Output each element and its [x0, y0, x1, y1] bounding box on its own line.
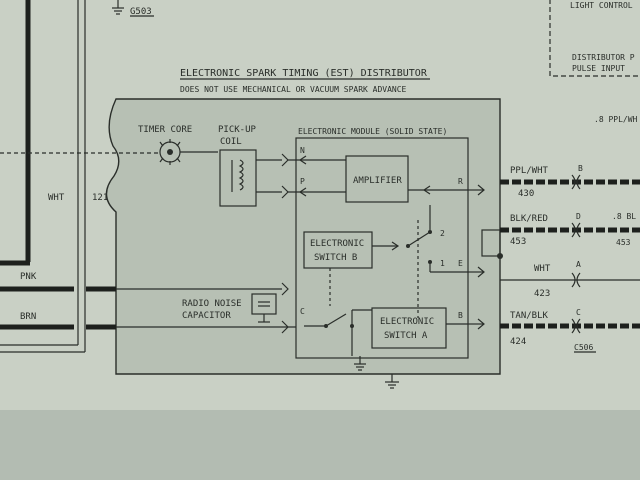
switch-contacts — [329, 205, 468, 318]
wire-brn-label: BRN — [20, 312, 36, 322]
pin-r-label: R — [458, 177, 463, 186]
pickup-label-2: COIL — [220, 137, 242, 147]
light-control-label: LIGHT CONTROL — [570, 1, 633, 10]
pickup-coil-symbol — [219, 149, 282, 207]
switch-a-label-1: ELECTRONIC — [380, 317, 434, 327]
ground-g503: G503 — [112, 0, 154, 17]
timer-core-symbol — [159, 139, 218, 165]
top-right-wire-label: .8 PPL/WH — [594, 115, 638, 124]
electronic-switch-b-box — [303, 231, 373, 269]
wire-pnk-label: PNK — [20, 272, 37, 282]
pin-p-label: P — [300, 177, 305, 186]
diagram-subtitle: DOES NOT USE MECHANICAL OR VACUUM SPARK … — [180, 85, 407, 94]
amplifier-label: AMPLIFIER — [353, 176, 402, 186]
pin-c-label: C — [300, 307, 305, 316]
electronic-switch-a-box — [371, 307, 447, 349]
switch-a-label-2: SWITCH A — [384, 331, 428, 341]
pin-1-label: 1 — [440, 259, 445, 268]
pin-b-label: B — [458, 311, 463, 320]
distributor-housing — [105, 98, 501, 375]
wire-453-label: 453 — [510, 237, 526, 247]
left-wires — [0, 286, 296, 330]
radio-noise-label-2: CAPACITOR — [182, 311, 231, 321]
connector-c506-label: C506 — [574, 343, 593, 352]
distributor-pulse-label: DISTRIBUTOR P — [572, 53, 635, 62]
radio-capacitor-symbol — [251, 282, 289, 334]
switch-a-contacts — [304, 309, 372, 371]
diagram-title: ELECTRONIC SPARK TIMING (EST) DISTRIBUTO… — [180, 68, 428, 79]
pulse-input-label: PULSE INPUT — [572, 64, 625, 73]
pin-c-connector-label: C — [576, 308, 581, 317]
wire-ppl-wht-label: PPL/WHT — [510, 166, 549, 176]
pin-connectors-n-p — [281, 153, 346, 199]
pickup-label-1: PICK-UP — [218, 125, 257, 135]
far-wire-453-label: 453 — [616, 238, 631, 247]
wire-424-label: 424 — [510, 337, 526, 347]
amplifier-box — [345, 155, 409, 203]
radio-noise-label-1: RADIO NOISE — [182, 299, 242, 309]
far-wire-bl-label: .8 BL — [612, 212, 636, 221]
wire-tan-blk-label: TAN/BLK — [510, 311, 549, 321]
right-wires — [500, 174, 640, 334]
pin-n-label: N — [300, 146, 305, 155]
ground-label-g503: G503 — [130, 7, 152, 17]
wire-430-label: 430 — [518, 189, 534, 199]
wire-121-label: 121 — [92, 193, 108, 203]
module-label: ELECTRONIC MODULE (SOLID STATE) — [298, 127, 447, 136]
pin-2-label: 2 — [440, 229, 445, 238]
wire-wht-right-label: WHT — [534, 264, 551, 274]
wire-wht-label: WHT — [48, 193, 65, 203]
pin-e-label: E — [458, 259, 463, 268]
page-bottom-edge — [0, 410, 640, 480]
pin-a-connector-label: A — [576, 260, 581, 269]
pin-d-connector-label: D — [576, 212, 581, 221]
left-border-lines — [0, 0, 86, 353]
timer-core-label: TIMER CORE — [138, 125, 192, 135]
electronic-module-box — [295, 137, 469, 359]
wire-423-label: 423 — [534, 289, 550, 299]
housing-ground-symbol — [385, 374, 399, 389]
switch-b-label-1: ELECTRONIC — [310, 239, 364, 249]
wire-blk-red-label: BLK/RED — [510, 214, 548, 224]
switch-b-label-2: SWITCH B — [314, 253, 357, 263]
right-connectors — [468, 184, 503, 330]
light-control-box: LIGHT CONTROL DISTRIBUTOR P PULSE INPUT — [549, 0, 640, 77]
pin-b-connector-label: B — [578, 164, 583, 173]
